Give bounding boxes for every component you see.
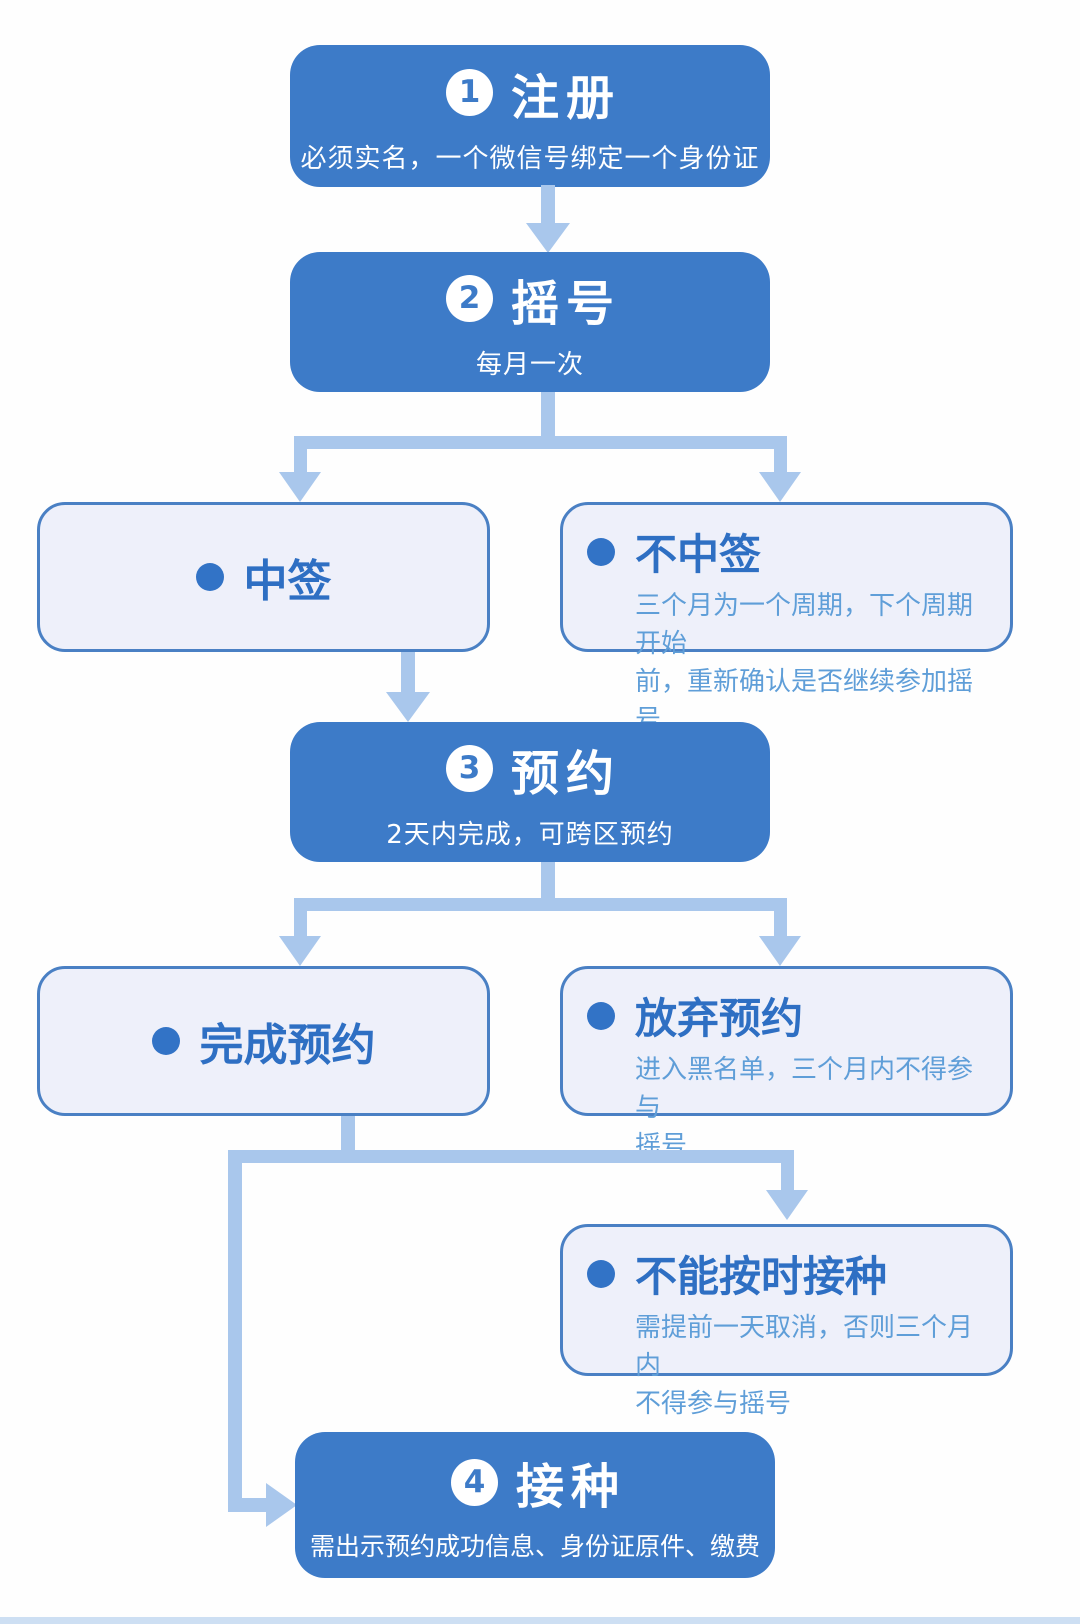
step-4-title: 接种 [515,1459,626,1515]
outcome-abandon-box: 放弃预约 进入黑名单，三个月内不得参与 摇号 [560,966,1013,1161]
branch-1-right-stub [774,436,787,474]
outcome-abandon-body: 进入黑名单，三个月内不得参与 摇号 [635,1052,996,1166]
arrow-down-icon [279,936,321,966]
outcome-abandon-title-row: 放弃预约 [587,985,996,1046]
step-4-subtitle: 需出示预约成功信息、身份证原件、缴费 [309,1532,760,1561]
bullet-dot-icon [195,563,224,591]
step-3-title: 预约 [510,745,621,802]
outcome-complete-title: 完成预约 [199,1020,376,1071]
outcome-miss-box: 不能按时接种 需提前一天取消，否则三个月内 不得参与摇号 [560,1224,1013,1419]
branch-2-stem [541,862,555,902]
outcome-miss-body: 需提前一天取消，否则三个月内 不得参与摇号 [635,1310,996,1424]
step-2-title-row: 2 摇号 [445,264,614,334]
bottom-crop-band [0,1617,1080,1624]
outcome-miss-body-line: 不得参与摇号 [635,1388,792,1419]
step-2-number-badge-icon: 2 [445,275,493,322]
outcome-lose-title: 不中签 [635,530,762,579]
step-1-title: 注册 [510,69,621,126]
step-3-number-badge-icon: 3 [445,745,493,792]
step-3-title-row: 3 预约 [445,734,614,804]
bullet-dot-icon [587,1001,615,1030]
step-1-subtitle: 必须实名，一个微信号绑定一个身份证 [300,143,760,174]
outcome-win-title-row: 中签 [195,545,332,609]
branch-2-bar [294,898,787,911]
step-2-lottery-box: 2 摇号 每月一次 [290,252,770,392]
branch-1-stem [541,392,555,438]
arrow-down-icon [759,936,801,966]
branch-1-bar [294,436,787,449]
outcome-lose-body-line: 前，重新确认是否继续参加摇号 [635,666,974,735]
bullet-dot-icon [151,1027,180,1055]
branch-3-right-stub [781,1150,794,1192]
arrow-right-icon [266,1483,297,1527]
outcome-complete-title-row: 完成预约 [151,1009,376,1073]
arrow-down-icon [759,472,801,502]
outcome-miss-title: 不能按时接种 [635,1252,888,1301]
outcome-miss-body-line: 需提前一天取消，否则三个月内 [635,1313,974,1381]
outcome-lose-body-line: 三个月为一个周期，下个周期开始 [635,591,974,659]
branch-3-elbow [228,1498,270,1512]
step-2-title: 摇号 [510,275,621,332]
step-4-vaccinate-box: 4 接种 需出示预约成功信息、身份证原件、缴费 [295,1432,775,1578]
step-3-subtitle: 2天内完成，可跨区预约 [386,819,674,850]
step-1-title-row: 1 注册 [445,58,614,128]
branch-3-left-drop [228,1150,242,1512]
step-4-number-badge-icon: 4 [450,1458,498,1506]
arrow-down-icon [766,1190,808,1220]
bullet-dot-icon [587,537,615,566]
outcome-complete-box: 完成预约 [37,966,490,1116]
outcome-abandon-body-line: 进入黑名单，三个月内不得参与 [635,1055,974,1123]
outcome-win-title: 中签 [243,556,332,607]
connector-win-step3-stem [401,652,415,694]
connector-step1-step2-stem [541,185,555,225]
step-3-reserve-box: 3 预约 2天内完成，可跨区预约 [290,722,770,862]
branch-3-stem [341,1116,355,1154]
outcome-abandon-title: 放弃预约 [635,994,804,1043]
bullet-dot-icon [587,1259,615,1288]
outcome-win-box: 中签 [37,502,490,652]
arrow-down-icon [279,472,321,502]
step-2-subtitle: 每月一次 [475,349,584,380]
arrow-down-icon [526,223,570,253]
outcome-miss-title-row: 不能按时接种 [587,1243,996,1304]
arrow-down-icon [386,692,430,722]
branch-2-left-stub [294,898,307,938]
step-1-register-box: 1 注册 必须实名，一个微信号绑定一个身份证 [290,45,770,187]
outcome-lose-box: 不中签 三个月为一个周期，下个周期开始 前，重新确认是否继续参加摇号 [560,502,1013,735]
branch-2-right-stub [774,898,787,938]
step-4-title-row: 4 接种 [450,1447,619,1517]
outcome-lose-body: 三个月为一个周期，下个周期开始 前，重新确认是否继续参加摇号 [635,588,996,740]
branch-1-left-stub [294,436,307,474]
step-1-number-badge-icon: 1 [445,69,493,116]
branch-3-bar [228,1150,794,1163]
outcome-lose-title-row: 不中签 [587,521,996,582]
